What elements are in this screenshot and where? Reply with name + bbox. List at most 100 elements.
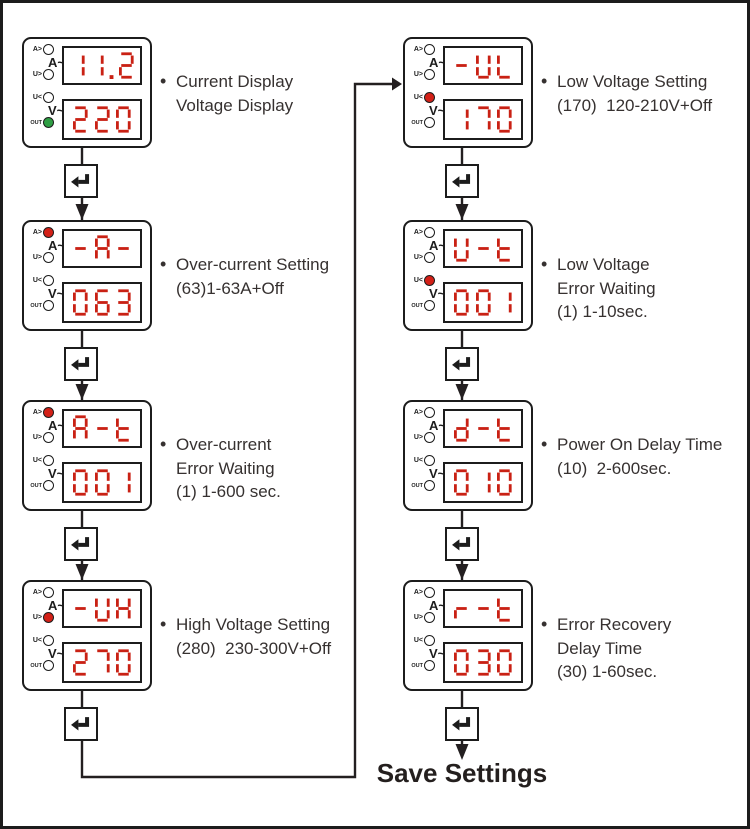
segment-digit xyxy=(477,427,489,430)
flow-step-low-voltage-error-waiting: A> U> U< OUT A~ V~ xyxy=(403,220,750,400)
bullet-icon: • xyxy=(160,71,167,91)
arrowhead-down xyxy=(455,564,469,580)
segment-digit xyxy=(465,109,469,130)
led-row-volt-over: U> xyxy=(408,252,435,263)
led-label: U< xyxy=(32,277,42,284)
led-label: U> xyxy=(413,71,423,78)
out-led-indicator xyxy=(424,480,435,491)
led-label: U< xyxy=(32,94,42,101)
return-arrow-icon xyxy=(452,717,471,731)
amp-channel-label: A~ xyxy=(429,418,446,433)
seven-segment-display-bottom xyxy=(62,462,142,503)
segment-digit xyxy=(509,292,512,313)
out-led-indicator xyxy=(43,660,54,671)
led-row-volt-over: U> xyxy=(408,432,435,443)
seven-segment-display-bottom xyxy=(62,99,142,140)
description-line: Error Waiting xyxy=(176,458,275,478)
seven-segment-display-top xyxy=(443,409,523,448)
segment-digit xyxy=(497,55,510,79)
enter-button xyxy=(445,707,479,741)
arrowhead-right xyxy=(392,77,402,91)
segment-digit xyxy=(116,418,129,442)
segment-digit xyxy=(497,469,512,496)
amp-over-led-indicator xyxy=(424,587,435,598)
volt-over-led-indicator xyxy=(43,612,54,623)
amp-over-led-indicator xyxy=(424,407,435,418)
segment-digit xyxy=(487,472,491,493)
led-row-out: OUT xyxy=(408,117,435,128)
flow-step-low-voltage-setting: A> U> U< OUT A~ V~ xyxy=(403,37,750,217)
return-arrow-icon xyxy=(71,174,90,188)
out-led-indicator xyxy=(43,117,54,128)
volt-under-led-indicator xyxy=(43,635,54,646)
led-row-volt-over: U> xyxy=(408,69,435,80)
segment-digit xyxy=(116,598,131,619)
return-arrow-icon xyxy=(452,537,471,551)
bullet-icon: • xyxy=(160,254,167,274)
arrowhead-down xyxy=(75,564,89,580)
led-label: U> xyxy=(32,614,42,621)
led-label: A> xyxy=(413,46,423,53)
volt-over-led-indicator xyxy=(43,69,54,80)
volt-over-led-indicator xyxy=(43,252,54,263)
segment-digit xyxy=(96,427,108,430)
segment-digit xyxy=(116,649,131,676)
segment-digit xyxy=(497,418,510,442)
description-line: High Voltage Setting xyxy=(176,615,331,634)
bullet-icon: • xyxy=(541,71,548,91)
amp-channel-label: A~ xyxy=(48,55,65,70)
description-line: Over-current xyxy=(176,435,272,454)
bullet-icon: • xyxy=(160,614,167,634)
bullet-icon: • xyxy=(160,434,167,454)
volt-over-led-indicator xyxy=(424,69,435,80)
led-label: A> xyxy=(413,229,423,236)
segment-digit xyxy=(72,469,88,496)
enter-button xyxy=(445,347,479,381)
segment-digit xyxy=(72,415,88,439)
segment-digit xyxy=(453,649,469,676)
flow-step-power-on-delay-time: A> U> U< OUT A~ V~ xyxy=(403,400,750,580)
led-label: OUT xyxy=(411,482,423,489)
bullet-icon: • xyxy=(541,614,548,634)
volt-under-led-indicator xyxy=(43,455,54,466)
enter-button xyxy=(445,527,479,561)
amp-channel-label: A~ xyxy=(429,238,446,253)
arrowhead-down xyxy=(75,204,89,220)
led-row-amp-over: A> xyxy=(408,44,435,55)
segment-digit xyxy=(72,106,88,133)
enter-button xyxy=(445,164,479,198)
flow-step-current-voltage-display: A> U> U< OUT A~ V~ xyxy=(22,37,382,217)
volt-over-led-indicator xyxy=(424,432,435,443)
led-row-out: OUT xyxy=(27,117,54,128)
segment-digit xyxy=(118,52,134,79)
seven-segment-display-bottom xyxy=(443,642,523,683)
amp-over-led-indicator xyxy=(43,44,54,55)
led-row-out: OUT xyxy=(408,480,435,491)
volt-over-led-indicator xyxy=(43,432,54,443)
volt-over-led-indicator xyxy=(424,612,435,623)
seven-segment-display-top xyxy=(62,46,142,85)
led-label: U< xyxy=(413,277,423,284)
led-row-volt-under: U< xyxy=(408,92,435,103)
led-row-volt-under: U< xyxy=(27,635,54,646)
out-led-indicator xyxy=(424,660,435,671)
led-row-amp-over: A> xyxy=(27,587,54,598)
description-lines: Power On Delay Time(10) 2-600sec. xyxy=(557,433,722,480)
led-label: U< xyxy=(413,637,423,644)
flow-step-over-current-setting: A> U> U< OUT A~ V~ xyxy=(22,220,382,400)
segment-digit xyxy=(72,649,88,676)
seven-segment-display-bottom xyxy=(62,282,142,323)
amp-over-led-indicator xyxy=(43,407,54,418)
led-row-out: OUT xyxy=(408,300,435,311)
led-label: A> xyxy=(32,229,42,236)
volt-channel-label: V~ xyxy=(429,103,446,118)
segment-digit xyxy=(475,289,491,316)
description-line: Low Voltage Setting xyxy=(557,72,708,91)
led-label: OUT xyxy=(411,119,423,126)
led-row-amp-over: A> xyxy=(27,407,54,418)
